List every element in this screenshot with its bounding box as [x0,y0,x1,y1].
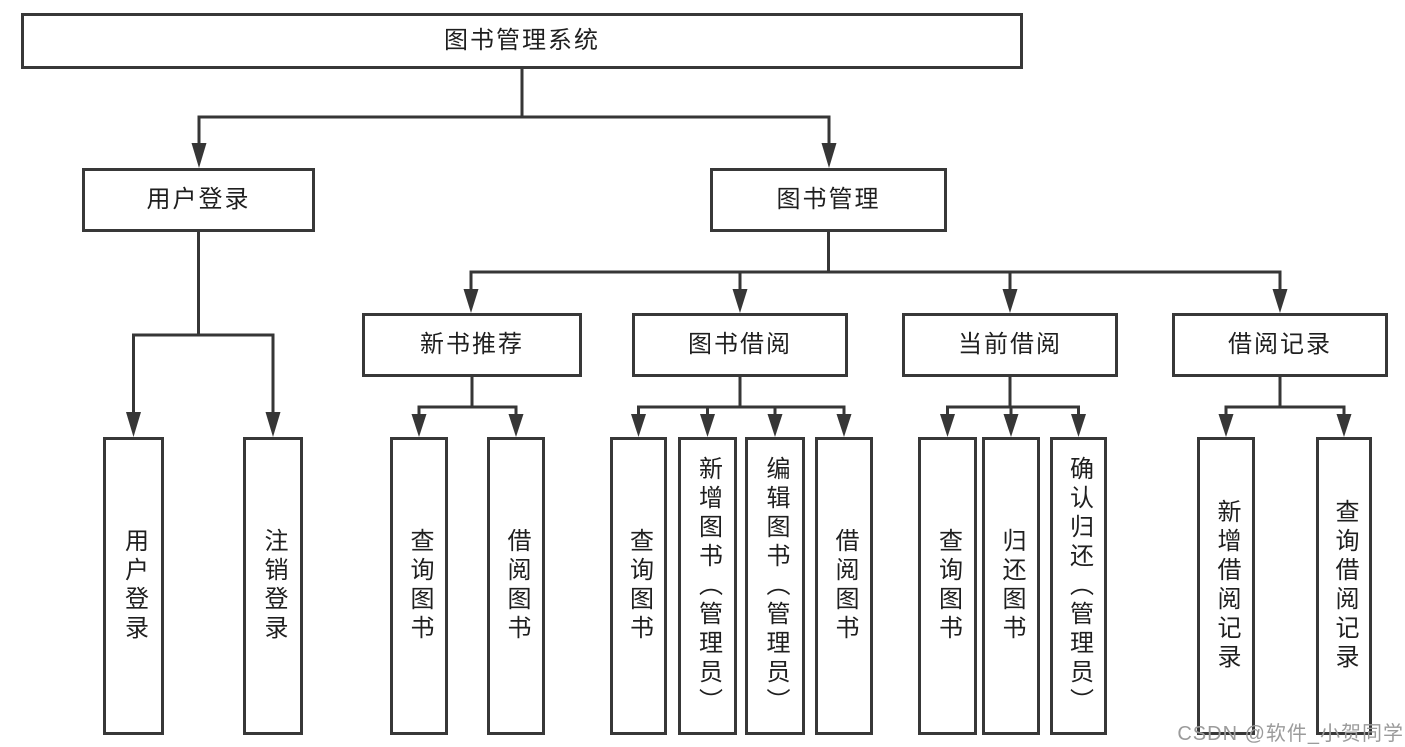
arrowhead [836,414,852,437]
leaf-query-books-recommend: 查询图书 [390,437,448,735]
leaf-label: 新增借阅记录 [1213,499,1240,673]
connector-bookborrow-to-leaves [631,377,852,437]
leaf-label: 用户登录 [120,528,148,644]
arrowhead [767,414,783,437]
leaf-label: 查询图书 [625,528,653,644]
arrowhead [411,414,427,437]
node-label: 用户登录 [146,186,251,213]
connector-records-to-leaves [1218,377,1352,437]
leaf-label: 确认归还（管理员） [1065,455,1093,717]
arrowhead [1218,414,1234,437]
node-label: 借阅记录 [1228,331,1332,358]
leaf-add-borrow-record: 新增借阅记录 [1197,437,1255,735]
leaf-query-borrow-record: 查询借阅记录 [1316,437,1372,735]
leaf-add-book-admin: 新增图书（管理员） [678,437,737,735]
node-borrowing-records: 借阅记录 [1172,313,1388,377]
node-label: 新书推荐 [420,331,524,358]
arrowhead [191,143,207,168]
leaf-label: 借阅图书 [503,528,530,644]
arrowhead [1272,289,1288,313]
connector-bookmgmt-to-level3 [463,232,1288,313]
node-label: 图书借阅 [688,331,792,358]
arrowhead [508,414,524,437]
leaf-query-books-current: 查询图书 [918,437,977,735]
leaf-query-books-borrowing: 查询图书 [610,437,667,735]
leaf-return-books: 归还图书 [982,437,1040,735]
arrowhead [126,412,141,437]
arrowhead [732,289,748,313]
leaf-label: 借阅图书 [831,528,858,644]
node-book-borrowing: 图书借阅 [632,313,848,377]
leaf-logout: 注销登录 [243,437,303,735]
leaf-label: 注销登录 [260,528,287,644]
leaf-borrow-books-recommend: 借阅图书 [487,437,545,735]
connector-currentborrow-to-leaves [940,377,1086,437]
leaf-edit-book-admin: 编辑图书（管理员） [745,437,805,735]
csdn-watermark: CSDN @软件_小贺同学 [1177,723,1404,745]
arrowhead [463,289,479,313]
leaf-label: 新增图书（管理员） [694,455,722,717]
leaf-label: 编辑图书（管理员） [762,455,789,717]
arrowhead [1002,289,1018,313]
arrowhead [1003,414,1019,437]
leaf-user-login: 用户登录 [103,437,164,735]
node-user-login: 用户登录 [82,168,315,232]
arrowhead [265,412,281,437]
node-library-management-system: 图书管理系统 [21,13,1023,69]
connector-root-to-level2 [191,69,837,168]
leaf-confirm-return-admin: 确认归还（管理员） [1050,437,1107,735]
arrowhead [1071,414,1086,437]
arrowhead [821,143,837,168]
leaf-label: 查询图书 [406,528,433,644]
connector-newbook-to-leaves [411,377,524,437]
arrowhead [631,414,646,437]
node-label: 图书管理系统 [444,27,600,54]
node-new-book-recommend: 新书推荐 [362,313,582,377]
arrowhead [1336,414,1352,437]
node-label: 图书管理 [776,186,881,213]
node-label: 当前借阅 [958,331,1062,358]
node-current-borrowing: 当前借阅 [902,313,1118,377]
leaf-label: 查询图书 [934,528,962,644]
node-book-management: 图书管理 [710,168,947,232]
connector-userlogin-to-leaves [126,232,281,437]
leaf-label: 归还图书 [998,528,1025,644]
leaf-borrow-books: 借阅图书 [815,437,873,735]
leaf-label: 查询借阅记录 [1331,499,1358,673]
arrowhead [940,414,955,437]
arrowhead [700,414,715,437]
